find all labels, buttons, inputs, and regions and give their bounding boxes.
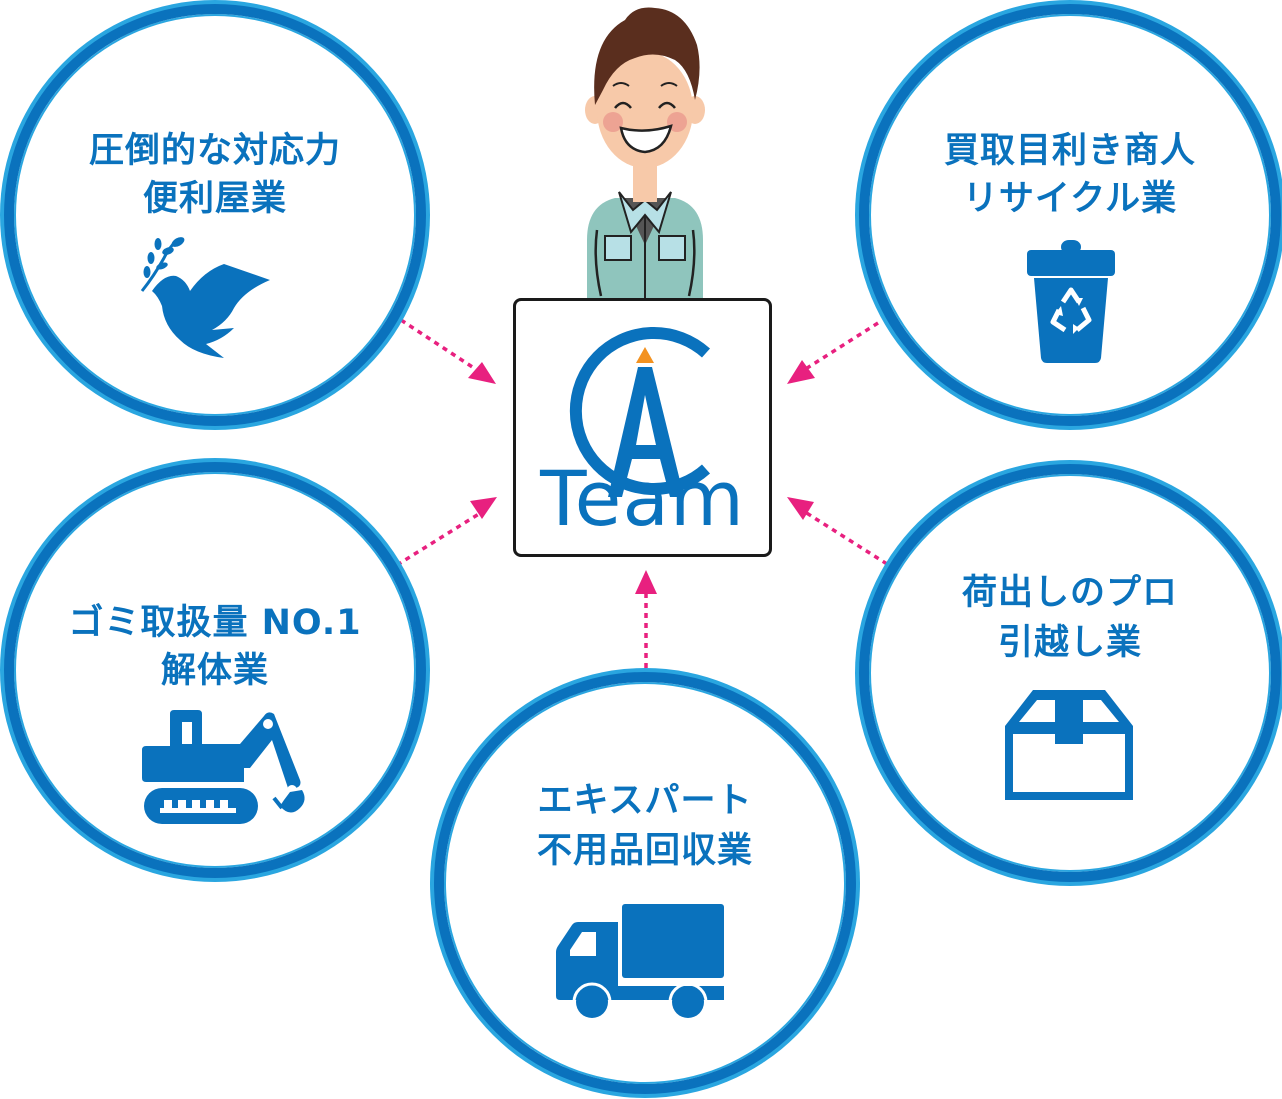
service-circle-recycle: 買取目利き商人 リサイクル業 bbox=[859, 4, 1281, 426]
recycle-bin-icon bbox=[1027, 240, 1115, 363]
dove-icon bbox=[140, 237, 270, 358]
service-circle-handyman: 圧倒的な対応力 便利屋業 bbox=[4, 4, 426, 426]
service-title-line1: 荷出しのプロ bbox=[961, 573, 1178, 613]
arrow-bottom-center bbox=[635, 570, 657, 668]
excavator-icon bbox=[142, 710, 305, 824]
truck-icon bbox=[556, 904, 724, 1022]
service-title-line1: エキスパート bbox=[537, 781, 753, 821]
cardboard-box-icon bbox=[1005, 690, 1133, 800]
arrow-top-right bbox=[787, 321, 879, 384]
service-title-line2: 引越し業 bbox=[997, 623, 1142, 663]
mascot-worker-illustration bbox=[585, 7, 705, 300]
service-title-line1: 圧倒的な対応力 bbox=[88, 131, 341, 171]
service-title-line2: 解体業 bbox=[160, 651, 269, 691]
arrow-top-left bbox=[400, 318, 496, 384]
service-circle-junk-removal: エキスパート 不用品回収業 bbox=[434, 672, 856, 1094]
service-circle-demolition: ゴミ取扱量 NO.1 解体業 bbox=[4, 462, 426, 878]
logo-team-text: Team bbox=[540, 454, 745, 543]
service-circle-moving: 荷出しのプロ 引越し業 bbox=[859, 464, 1281, 882]
service-title-line1: ゴミ取扱量 NO.1 bbox=[68, 603, 362, 643]
service-title-line2: 不用品回収業 bbox=[536, 831, 753, 871]
service-title-line1: 買取目利き商人 bbox=[943, 131, 1196, 171]
arrow-bottom-left bbox=[396, 497, 497, 567]
arrow-bottom-right bbox=[787, 497, 888, 566]
ca-logo-mark-icon bbox=[569, 327, 711, 497]
ca-team-logo: Team bbox=[513, 298, 772, 557]
service-title-line2: リサイクル業 bbox=[962, 179, 1178, 219]
service-title-line2: 便利屋業 bbox=[142, 179, 287, 219]
